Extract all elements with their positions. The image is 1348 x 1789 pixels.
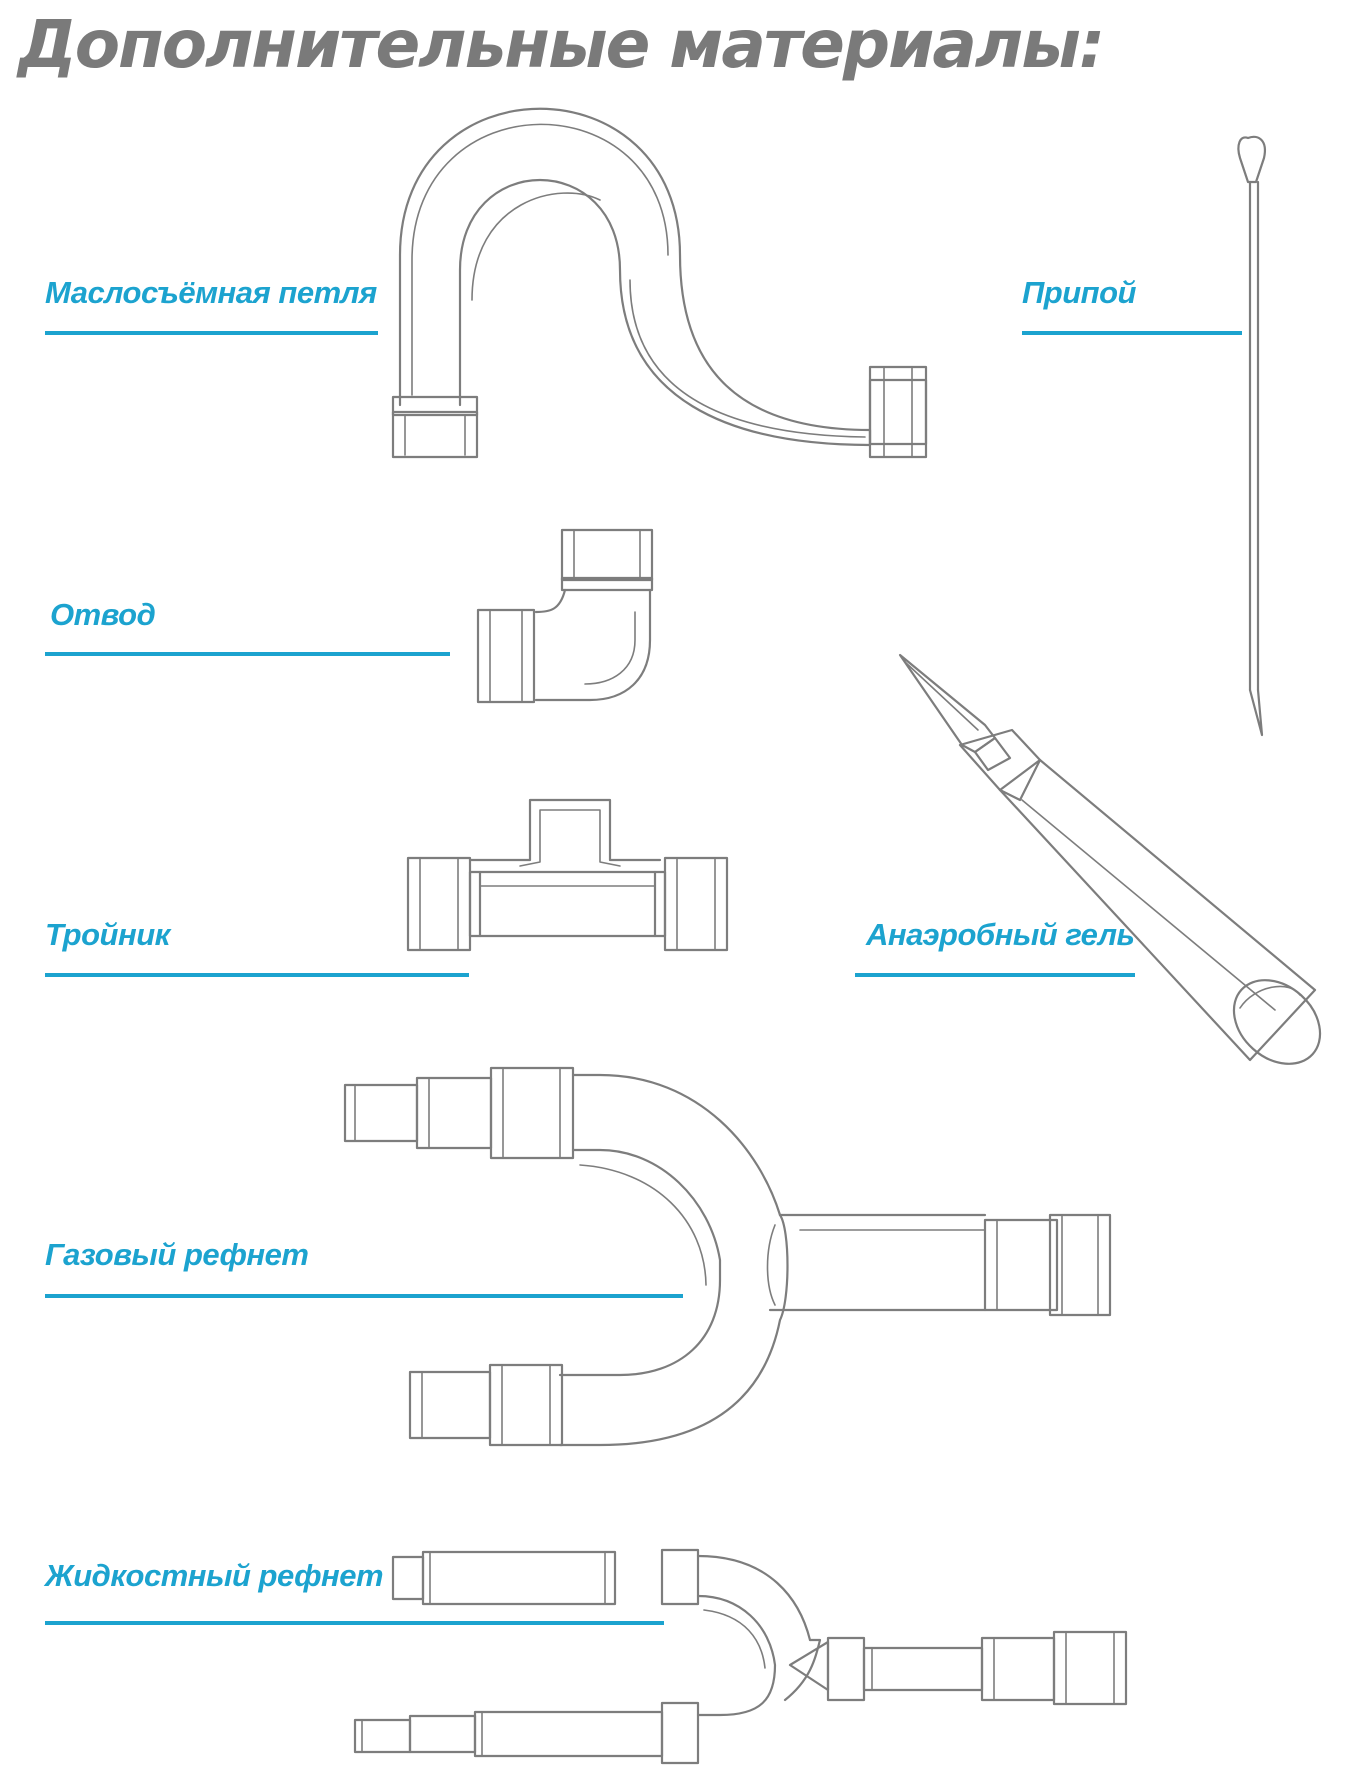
underline-liquid-refnet bbox=[45, 1621, 664, 1625]
label-liquid-refnet: Жидкостный рефнет bbox=[45, 1558, 384, 1593]
label-oil-trap: Маслосъёмная петля bbox=[45, 275, 377, 310]
label-gas-refnet: Газовый рефнет bbox=[45, 1237, 309, 1272]
solder-rod-icon bbox=[1237, 135, 1266, 737]
underline-solder bbox=[1022, 331, 1242, 335]
anaerobic-gel-tube-icon bbox=[898, 653, 1322, 1065]
underline-elbow bbox=[45, 652, 450, 656]
label-solder: Припой bbox=[1022, 275, 1136, 310]
underline-oil-trap bbox=[45, 331, 378, 335]
liquid-refnet-icon bbox=[353, 1548, 1128, 1765]
underline-tee bbox=[45, 973, 469, 977]
oil-trap-loop-icon bbox=[391, 107, 928, 459]
tee-fitting-icon bbox=[406, 798, 729, 952]
label-tee: Тройник bbox=[45, 917, 170, 952]
gas-refnet-icon bbox=[343, 1066, 1112, 1447]
underline-gas-refnet bbox=[45, 1294, 683, 1298]
label-elbow: Отвод bbox=[50, 597, 156, 632]
elbow-fitting-icon bbox=[476, 528, 654, 704]
label-gel: Анаэробный гель bbox=[866, 917, 1135, 952]
page-title: Дополнительные материалы: bbox=[18, 6, 1105, 83]
underline-gel bbox=[855, 973, 1135, 977]
